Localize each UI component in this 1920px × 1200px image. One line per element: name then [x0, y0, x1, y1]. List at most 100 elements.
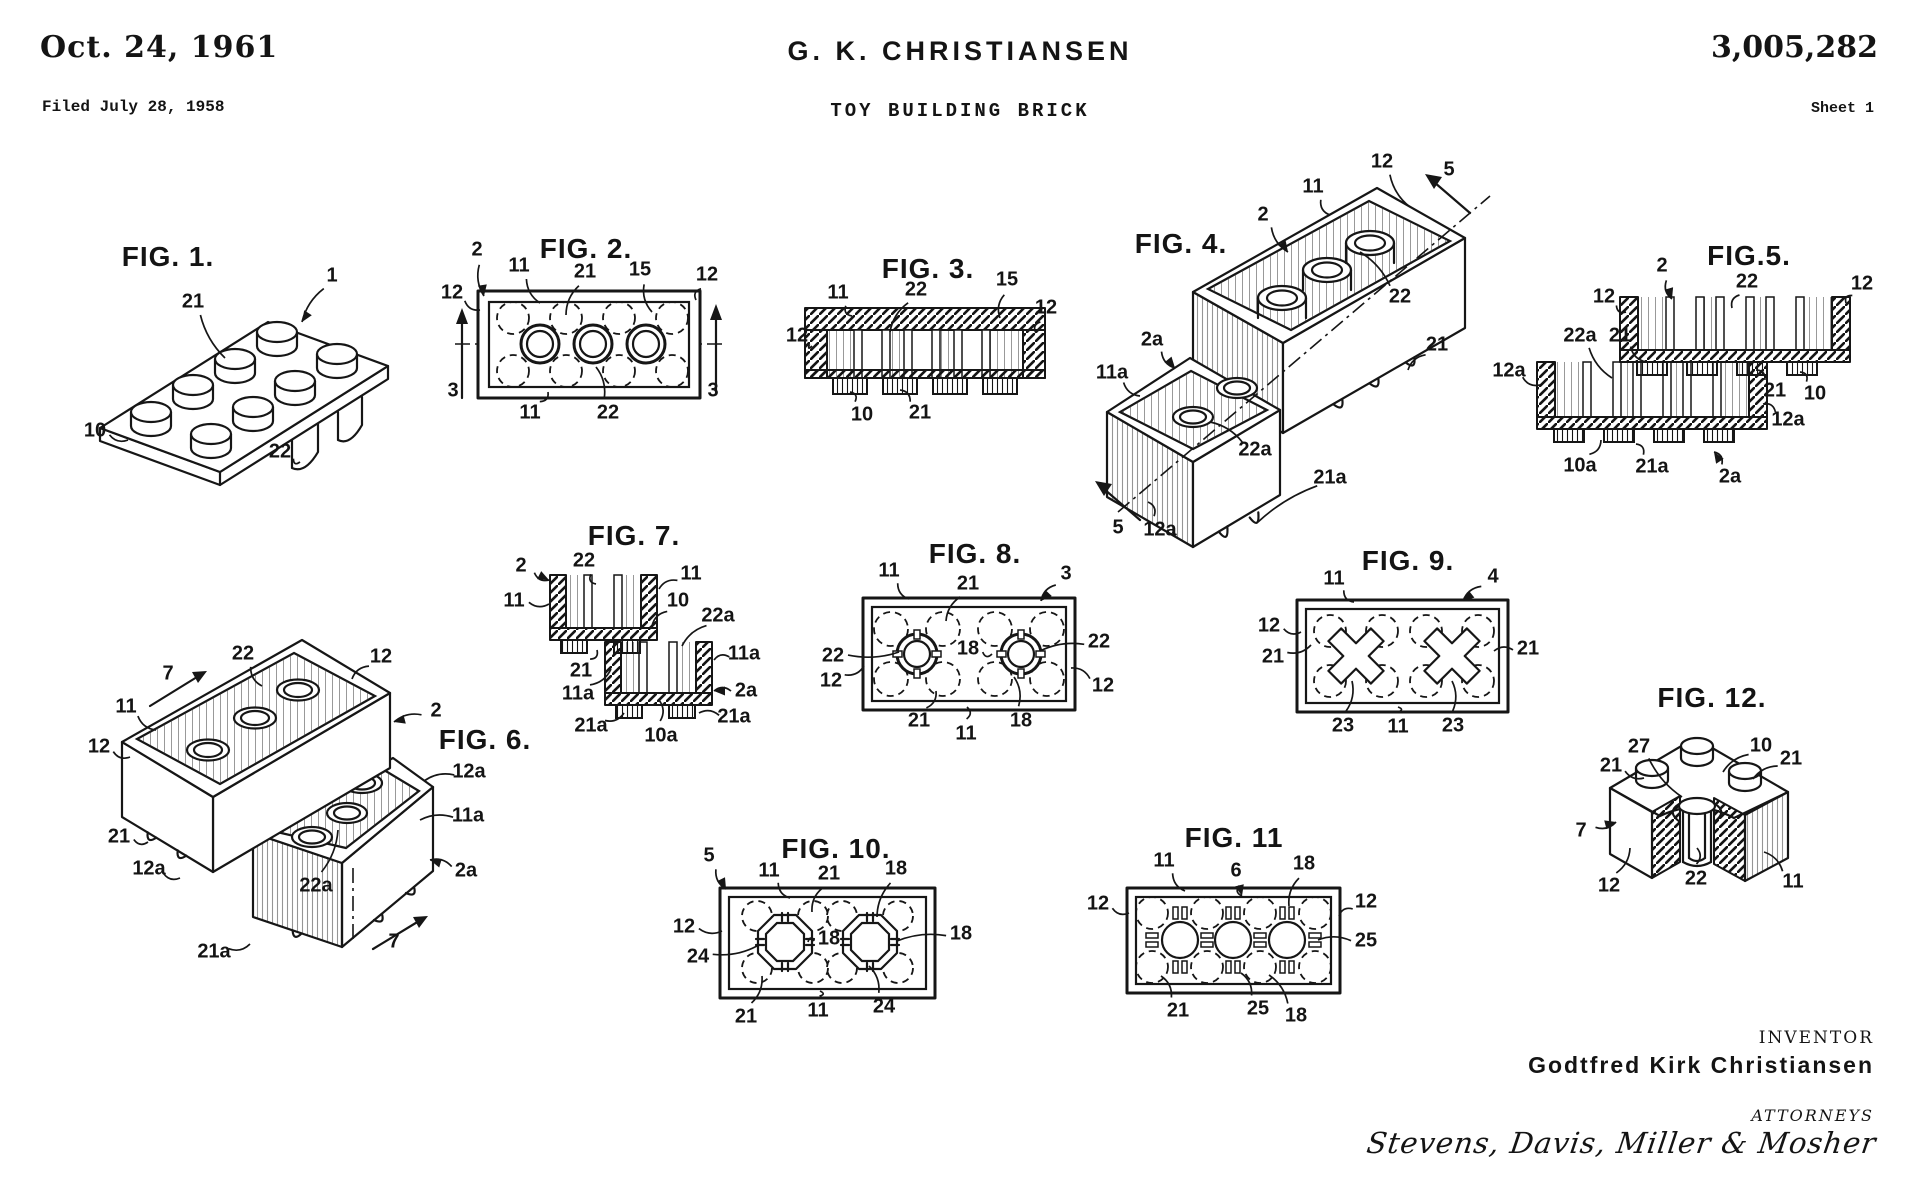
fig10-leader-21 — [750, 975, 763, 1004]
fig7-leader-11a — [713, 654, 730, 661]
fig5-arrowhead-2 — [1664, 287, 1674, 299]
fig6-leader-21 — [133, 838, 149, 846]
fig4-leader-11 — [1319, 199, 1331, 216]
fig7-leader-11 — [528, 601, 550, 608]
fig8-leader-11 — [966, 706, 972, 720]
fig6-leader-12a — [423, 773, 455, 782]
fig10-leader-18 — [896, 933, 947, 942]
fig10-leader-5 — [714, 869, 727, 890]
fig7-leader-21a — [698, 709, 720, 716]
fig8-leader-12 — [844, 665, 865, 676]
fig3-leader-15 — [997, 294, 1005, 319]
inventor-name: Godtfred Kirk Christiansen — [1528, 1052, 1874, 1078]
fig9-leader-12 — [1283, 628, 1302, 635]
fig11-leader-25 — [1240, 972, 1253, 996]
fig1-leader-10 — [108, 434, 129, 443]
fig5-leader-10 — [1799, 371, 1808, 382]
fig11-leader-11 — [1171, 873, 1186, 892]
fig2-drawing — [455, 289, 723, 400]
fig7-leader-11 — [658, 579, 678, 590]
fig9-leader-23 — [1451, 680, 1457, 712]
attorneys-label: ATTORNEYS — [1751, 1106, 1874, 1125]
fig3-leader-12 — [807, 343, 813, 349]
fig7-leader-11a — [589, 668, 612, 686]
fig5-leader-10a — [1589, 439, 1602, 456]
fig11-leader-12 — [1338, 907, 1353, 917]
fig4-leader-12 — [1389, 174, 1411, 208]
fig12-leader-21 — [1624, 770, 1645, 780]
fig6-leader-2 — [393, 713, 422, 723]
fig10-leader-18 — [807, 937, 815, 943]
inventor-label: INVENTOR — [1758, 1028, 1874, 1048]
filed-date: Filed July 28, 1958 — [42, 98, 225, 116]
fig5-leader-22 — [1730, 294, 1740, 309]
fig5-leader-12 — [1615, 305, 1627, 314]
fig1-drawing — [98, 320, 390, 487]
fig4-leader-22a — [1209, 421, 1243, 443]
fig3-leader-21 — [899, 389, 912, 402]
fig4-arrowhead-2 — [1278, 240, 1288, 252]
fig3-leader-11 — [844, 305, 853, 317]
fig5-leader-21 — [1755, 369, 1766, 380]
fig4-leader-22 — [1359, 251, 1391, 287]
fig1-arrowhead-1 — [302, 310, 312, 322]
fig5-leader-22a — [1588, 347, 1613, 379]
fig3-leader-22 — [889, 302, 909, 333]
fig8-leader-18 — [981, 651, 993, 658]
fig7-leader-2a — [713, 686, 732, 692]
fig11-leader-18 — [1287, 877, 1300, 907]
fig8-drawing — [861, 596, 1077, 712]
patent-number: 3,005,282 — [1710, 30, 1878, 65]
fig5-leader-21a — [1635, 443, 1645, 455]
fig6-drawing — [120, 638, 435, 951]
fig7-leader-2 — [533, 572, 550, 582]
fig6-leader-12 — [351, 665, 370, 680]
fig7-arrowhead-2a — [714, 686, 725, 696]
fig10-leader-24 — [868, 965, 880, 993]
fig6-leader-22 — [249, 666, 263, 687]
fig4-leader-12a — [1147, 501, 1156, 517]
fig2-arrowhead-2 — [477, 284, 487, 296]
fig3-leader-10 — [849, 391, 857, 403]
fig10-leader-11 — [777, 882, 791, 899]
fig6-arrowhead-2a — [430, 858, 442, 868]
fig3-leader-12 — [1033, 321, 1041, 334]
fig12-drawing — [1608, 736, 1790, 883]
fig11-leader-18 — [1268, 974, 1289, 1004]
fig12-arrowhead-7 — [1604, 820, 1616, 830]
fig10-arrowhead-5 — [717, 877, 726, 889]
fig8-leader-22 — [1039, 642, 1085, 652]
fig12-leader-27 — [1648, 758, 1683, 798]
fig5-leader-12 — [1844, 294, 1853, 304]
fig8-leader-11 — [896, 583, 910, 600]
fig9-leader-11 — [1397, 706, 1403, 713]
fig8-arrowhead-3 — [1041, 589, 1052, 601]
fig9-leader-11 — [1342, 590, 1355, 603]
fig6-leader-11 — [137, 715, 157, 731]
fig7-drawing — [549, 574, 713, 719]
fig4-leader-21a — [1257, 485, 1318, 523]
fig6-arrowhead-2 — [394, 714, 406, 724]
fig2-leader-21 — [565, 285, 580, 316]
fig8-leader-12 — [1070, 667, 1091, 680]
fig12-leader-10 — [1722, 753, 1749, 773]
fig7-arrowhead-2 — [537, 571, 549, 580]
fig5-leader-2a — [1713, 451, 1724, 465]
fig2-leader-22 — [595, 366, 606, 399]
fig12-leader-12 — [1615, 847, 1631, 874]
fig8-leader-22 — [847, 651, 900, 659]
fig4-leader-21 — [1407, 353, 1426, 371]
invention-title: TOY BUILDING BRICK — [830, 100, 1090, 122]
leader-lines — [108, 174, 1853, 1004]
fig7-leader-21 — [590, 649, 599, 660]
fig9-leader-21 — [1493, 646, 1514, 652]
fig9-drawing — [1295, 598, 1510, 714]
fig1-leader-21 — [199, 314, 226, 359]
fig4-arrowhead-2a — [1164, 356, 1175, 368]
fig10-leader-24 — [712, 945, 758, 956]
fig5-leader-12a — [1762, 402, 1777, 413]
fig7-leader-22 — [589, 573, 597, 585]
fig4-drawing — [1095, 174, 1491, 549]
fig5-arrowhead-2a — [1714, 452, 1724, 464]
